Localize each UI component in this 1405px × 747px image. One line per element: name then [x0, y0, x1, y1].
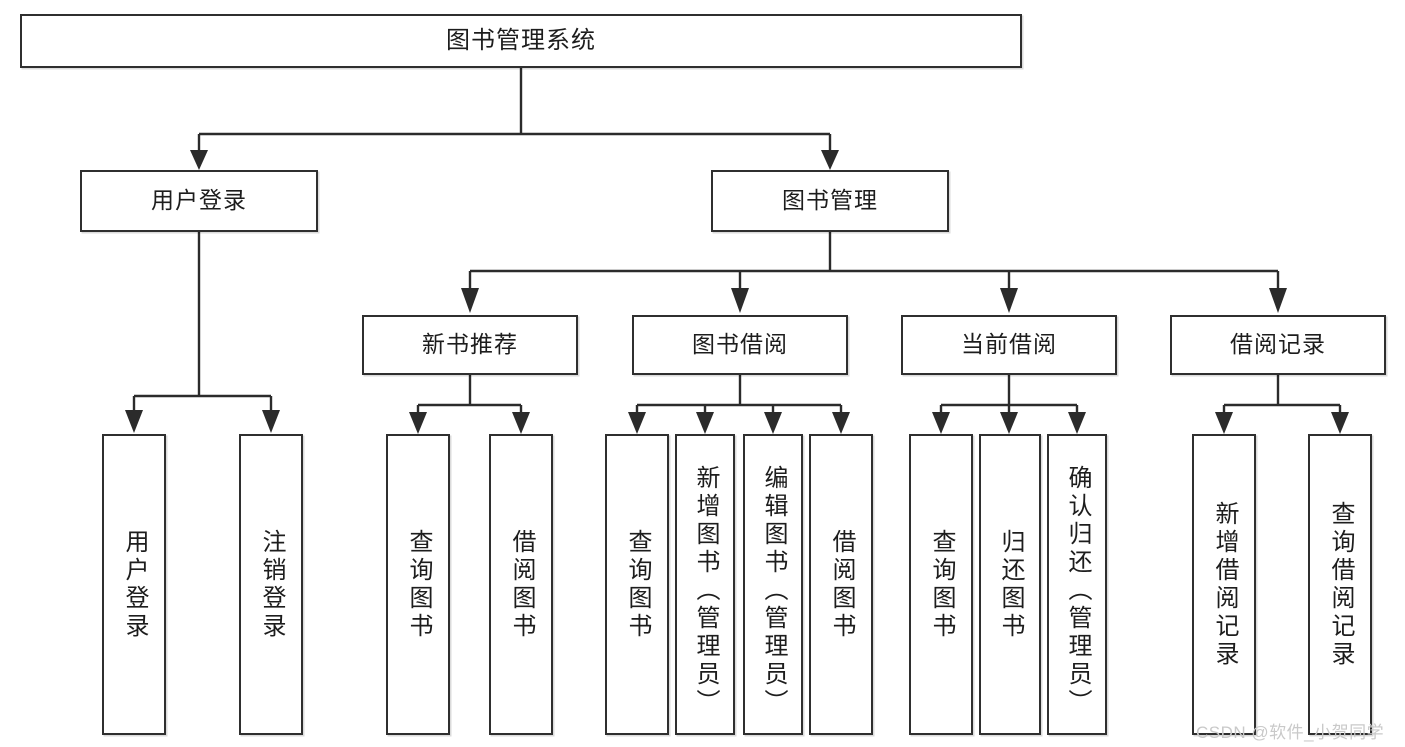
node-user-login[interactable]: 用户登录	[80, 170, 318, 232]
arrow-book-borrow	[731, 288, 749, 313]
node-borrow-record[interactable]: 借阅记录	[1170, 315, 1386, 375]
csdn-watermark: CSDN @软件_小贺同学	[1196, 723, 1385, 742]
node-leaf-add-record-label: 新增借阅记录	[1211, 500, 1238, 669]
node-leaf-query-book-2[interactable]: 查询图书	[605, 434, 669, 735]
arrow-leaf-add-record	[1215, 412, 1233, 434]
node-current-borrow[interactable]: 当前借阅	[901, 315, 1117, 375]
arrow-current-borrow	[1000, 288, 1018, 313]
arrow-leaf-edit-book	[764, 412, 782, 434]
node-leaf-query-book-1[interactable]: 查询图书	[386, 434, 450, 735]
node-leaf-borrow-book-2-label: 借阅图书	[828, 528, 855, 641]
arrow-leaf-user-logout	[262, 410, 280, 433]
node-leaf-borrow-book-1-label: 借阅图书	[508, 528, 535, 641]
arrow-leaf-query-book-1	[409, 412, 427, 434]
node-book-borrow[interactable]: 图书借阅	[632, 315, 848, 375]
arrow-leaf-user-login	[125, 410, 143, 433]
node-leaf-return-book[interactable]: 归还图书	[979, 434, 1041, 735]
node-user-login-label: 用户登录	[151, 187, 247, 214]
node-leaf-query-record[interactable]: 查询借阅记录	[1308, 434, 1372, 735]
node-leaf-return-book-label: 归还图书	[997, 528, 1024, 641]
arrow-leaf-borrow-book-2	[832, 412, 850, 434]
node-leaf-edit-book-label: 编辑图书（管理员）	[760, 464, 787, 717]
node-book-management-label: 图书管理	[782, 187, 878, 214]
arrow-new-book-recommend	[461, 288, 479, 313]
node-borrow-record-label: 借阅记录	[1230, 331, 1326, 358]
node-new-book-recommend-label: 新书推荐	[422, 331, 518, 358]
arrow-root-user-login	[190, 150, 208, 170]
node-leaf-query-record-label: 查询借阅记录	[1327, 500, 1354, 669]
arrow-leaf-confirm-return	[1068, 412, 1086, 434]
node-leaf-query-book-3[interactable]: 查询图书	[909, 434, 973, 735]
node-leaf-confirm-return[interactable]: 确认归还（管理员）	[1047, 434, 1107, 735]
arrow-leaf-query-record	[1331, 412, 1349, 434]
arrow-leaf-borrow-book-1	[512, 412, 530, 434]
node-new-book-recommend[interactable]: 新书推荐	[362, 315, 578, 375]
node-leaf-confirm-return-label: 确认归还（管理员）	[1064, 464, 1091, 717]
node-leaf-borrow-book-1[interactable]: 借阅图书	[489, 434, 553, 735]
node-leaf-borrow-book-2[interactable]: 借阅图书	[809, 434, 873, 735]
node-leaf-add-book[interactable]: 新增图书（管理员）	[675, 434, 735, 735]
node-leaf-user-logout[interactable]: 注销登录	[239, 434, 303, 735]
node-leaf-query-book-2-label: 查询图书	[624, 528, 651, 641]
node-leaf-add-book-label: 新增图书（管理员）	[692, 464, 719, 717]
arrow-leaf-query-book-2	[628, 412, 646, 434]
node-leaf-user-logout-label: 注销登录	[258, 528, 285, 641]
arrow-leaf-add-book	[696, 412, 714, 434]
node-leaf-user-login-label: 用户登录	[121, 528, 148, 641]
node-leaf-query-book-1-label: 查询图书	[405, 528, 432, 641]
arrow-leaf-return-book	[1000, 412, 1018, 434]
node-leaf-user-login[interactable]: 用户登录	[102, 434, 166, 735]
node-leaf-edit-book[interactable]: 编辑图书（管理员）	[743, 434, 803, 735]
node-root[interactable]: 图书管理系统	[20, 14, 1022, 68]
arrow-leaf-query-book-3	[932, 412, 950, 434]
arrow-borrow-record	[1269, 288, 1287, 313]
node-book-borrow-label: 图书借阅	[692, 331, 788, 358]
node-current-borrow-label: 当前借阅	[961, 331, 1057, 358]
node-book-management[interactable]: 图书管理	[711, 170, 949, 232]
node-root-label: 图书管理系统	[446, 26, 596, 54]
node-leaf-add-record[interactable]: 新增借阅记录	[1192, 434, 1256, 735]
arrow-root-book-management	[821, 150, 839, 170]
node-leaf-query-book-3-label: 查询图书	[928, 528, 955, 641]
